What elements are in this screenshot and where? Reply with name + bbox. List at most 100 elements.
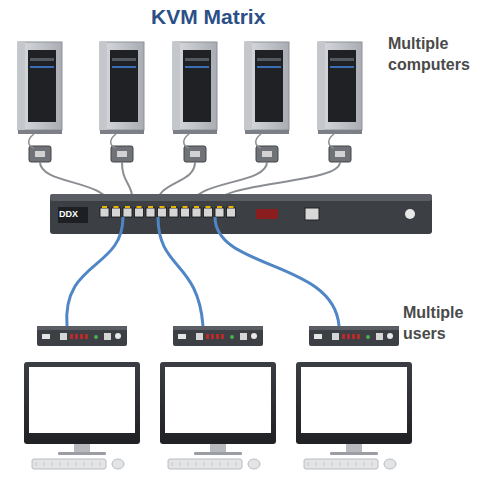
drive-stripe [30, 66, 54, 68]
key-row [228, 462, 229, 466]
receiver-led [357, 334, 360, 339]
tower-front [328, 50, 356, 122]
mouse [248, 459, 260, 469]
drive-stripe [185, 66, 209, 68]
port-led [183, 206, 188, 208]
module-port [335, 151, 345, 157]
video-cable [29, 134, 34, 148]
drive-bay [112, 58, 136, 61]
key-row [188, 462, 189, 466]
receiver-port [104, 333, 111, 340]
computer-module [29, 146, 51, 162]
key-row [236, 462, 237, 466]
video-cable [184, 134, 189, 148]
diagram-title: KVM Matrix [151, 5, 265, 29]
computer-module [111, 146, 133, 162]
computer-tower [18, 42, 62, 130]
tower-base [100, 130, 144, 134]
receiver-label [42, 334, 50, 339]
receiver-port [332, 333, 339, 340]
tower-front [28, 50, 56, 122]
user-stations [24, 217, 412, 469]
monitor-stand [210, 444, 226, 453]
receiver-port [376, 333, 383, 340]
keyboard [168, 459, 242, 469]
module-port [35, 151, 45, 157]
rj45-port [158, 208, 167, 217]
port-led [148, 206, 153, 208]
mouse [112, 459, 124, 469]
key-row [84, 462, 85, 466]
receiver-led [80, 334, 83, 339]
video-cable [256, 134, 261, 148]
key-row [44, 462, 45, 466]
keyboard [304, 459, 378, 469]
network-cable [215, 217, 339, 326]
receiver-top [173, 326, 263, 330]
rj45-port [227, 208, 236, 217]
key-row [100, 462, 101, 466]
port-led [171, 206, 176, 208]
rj45-port [204, 208, 213, 217]
key-row [340, 462, 341, 466]
tower-front [255, 50, 283, 122]
tower-side [100, 42, 107, 130]
key-row [172, 462, 173, 466]
key-row [68, 462, 69, 466]
drive-bay [330, 58, 354, 61]
receiver-led [221, 334, 224, 339]
receiver-led [347, 334, 350, 339]
rj45-port [181, 208, 190, 217]
computer-tower [318, 42, 362, 130]
monitor-stand [74, 444, 90, 453]
receiver-port [196, 333, 203, 340]
receiver-led [206, 334, 209, 339]
receiver-logo [251, 333, 257, 339]
receiver-led [70, 334, 73, 339]
key-row [36, 462, 37, 466]
tower-side [245, 42, 252, 130]
tower-side [173, 42, 180, 130]
key-row [220, 462, 221, 466]
rj45-port [169, 208, 178, 217]
drive-bay [185, 58, 209, 61]
key-row [180, 462, 181, 466]
key-row [316, 462, 317, 466]
status-led [366, 335, 370, 339]
network-cable [158, 217, 203, 326]
key-row [308, 462, 309, 466]
key-row [324, 462, 325, 466]
key-row [356, 462, 357, 466]
module-port [262, 151, 272, 157]
port-led [206, 206, 211, 208]
computer-towers [18, 42, 362, 162]
keyboard [32, 459, 106, 469]
receiver-top [309, 326, 399, 330]
monitor-bezel [24, 362, 140, 444]
user-receiver [309, 326, 399, 346]
rj45-port [123, 208, 132, 217]
port-led [102, 206, 107, 208]
receiver-led [75, 334, 78, 339]
video-cable [111, 134, 116, 148]
receiver-led [352, 334, 355, 339]
tower-front [183, 50, 211, 122]
receiver-label [314, 334, 322, 339]
drive-stripe [257, 66, 281, 68]
tower-base [318, 130, 362, 134]
port-led [194, 206, 199, 208]
key-row [52, 462, 53, 466]
port-led [137, 206, 142, 208]
computer-module [329, 146, 351, 162]
computer-tower [100, 42, 144, 130]
receiver-led [85, 334, 88, 339]
key-row [76, 462, 77, 466]
monitor-foot [330, 452, 378, 455]
monitor-screen [165, 367, 271, 433]
tower-side [18, 42, 25, 130]
receiver-led [216, 334, 219, 339]
port-led [114, 206, 119, 208]
port-led [160, 206, 165, 208]
computer-module [256, 146, 278, 162]
port-led [229, 206, 234, 208]
